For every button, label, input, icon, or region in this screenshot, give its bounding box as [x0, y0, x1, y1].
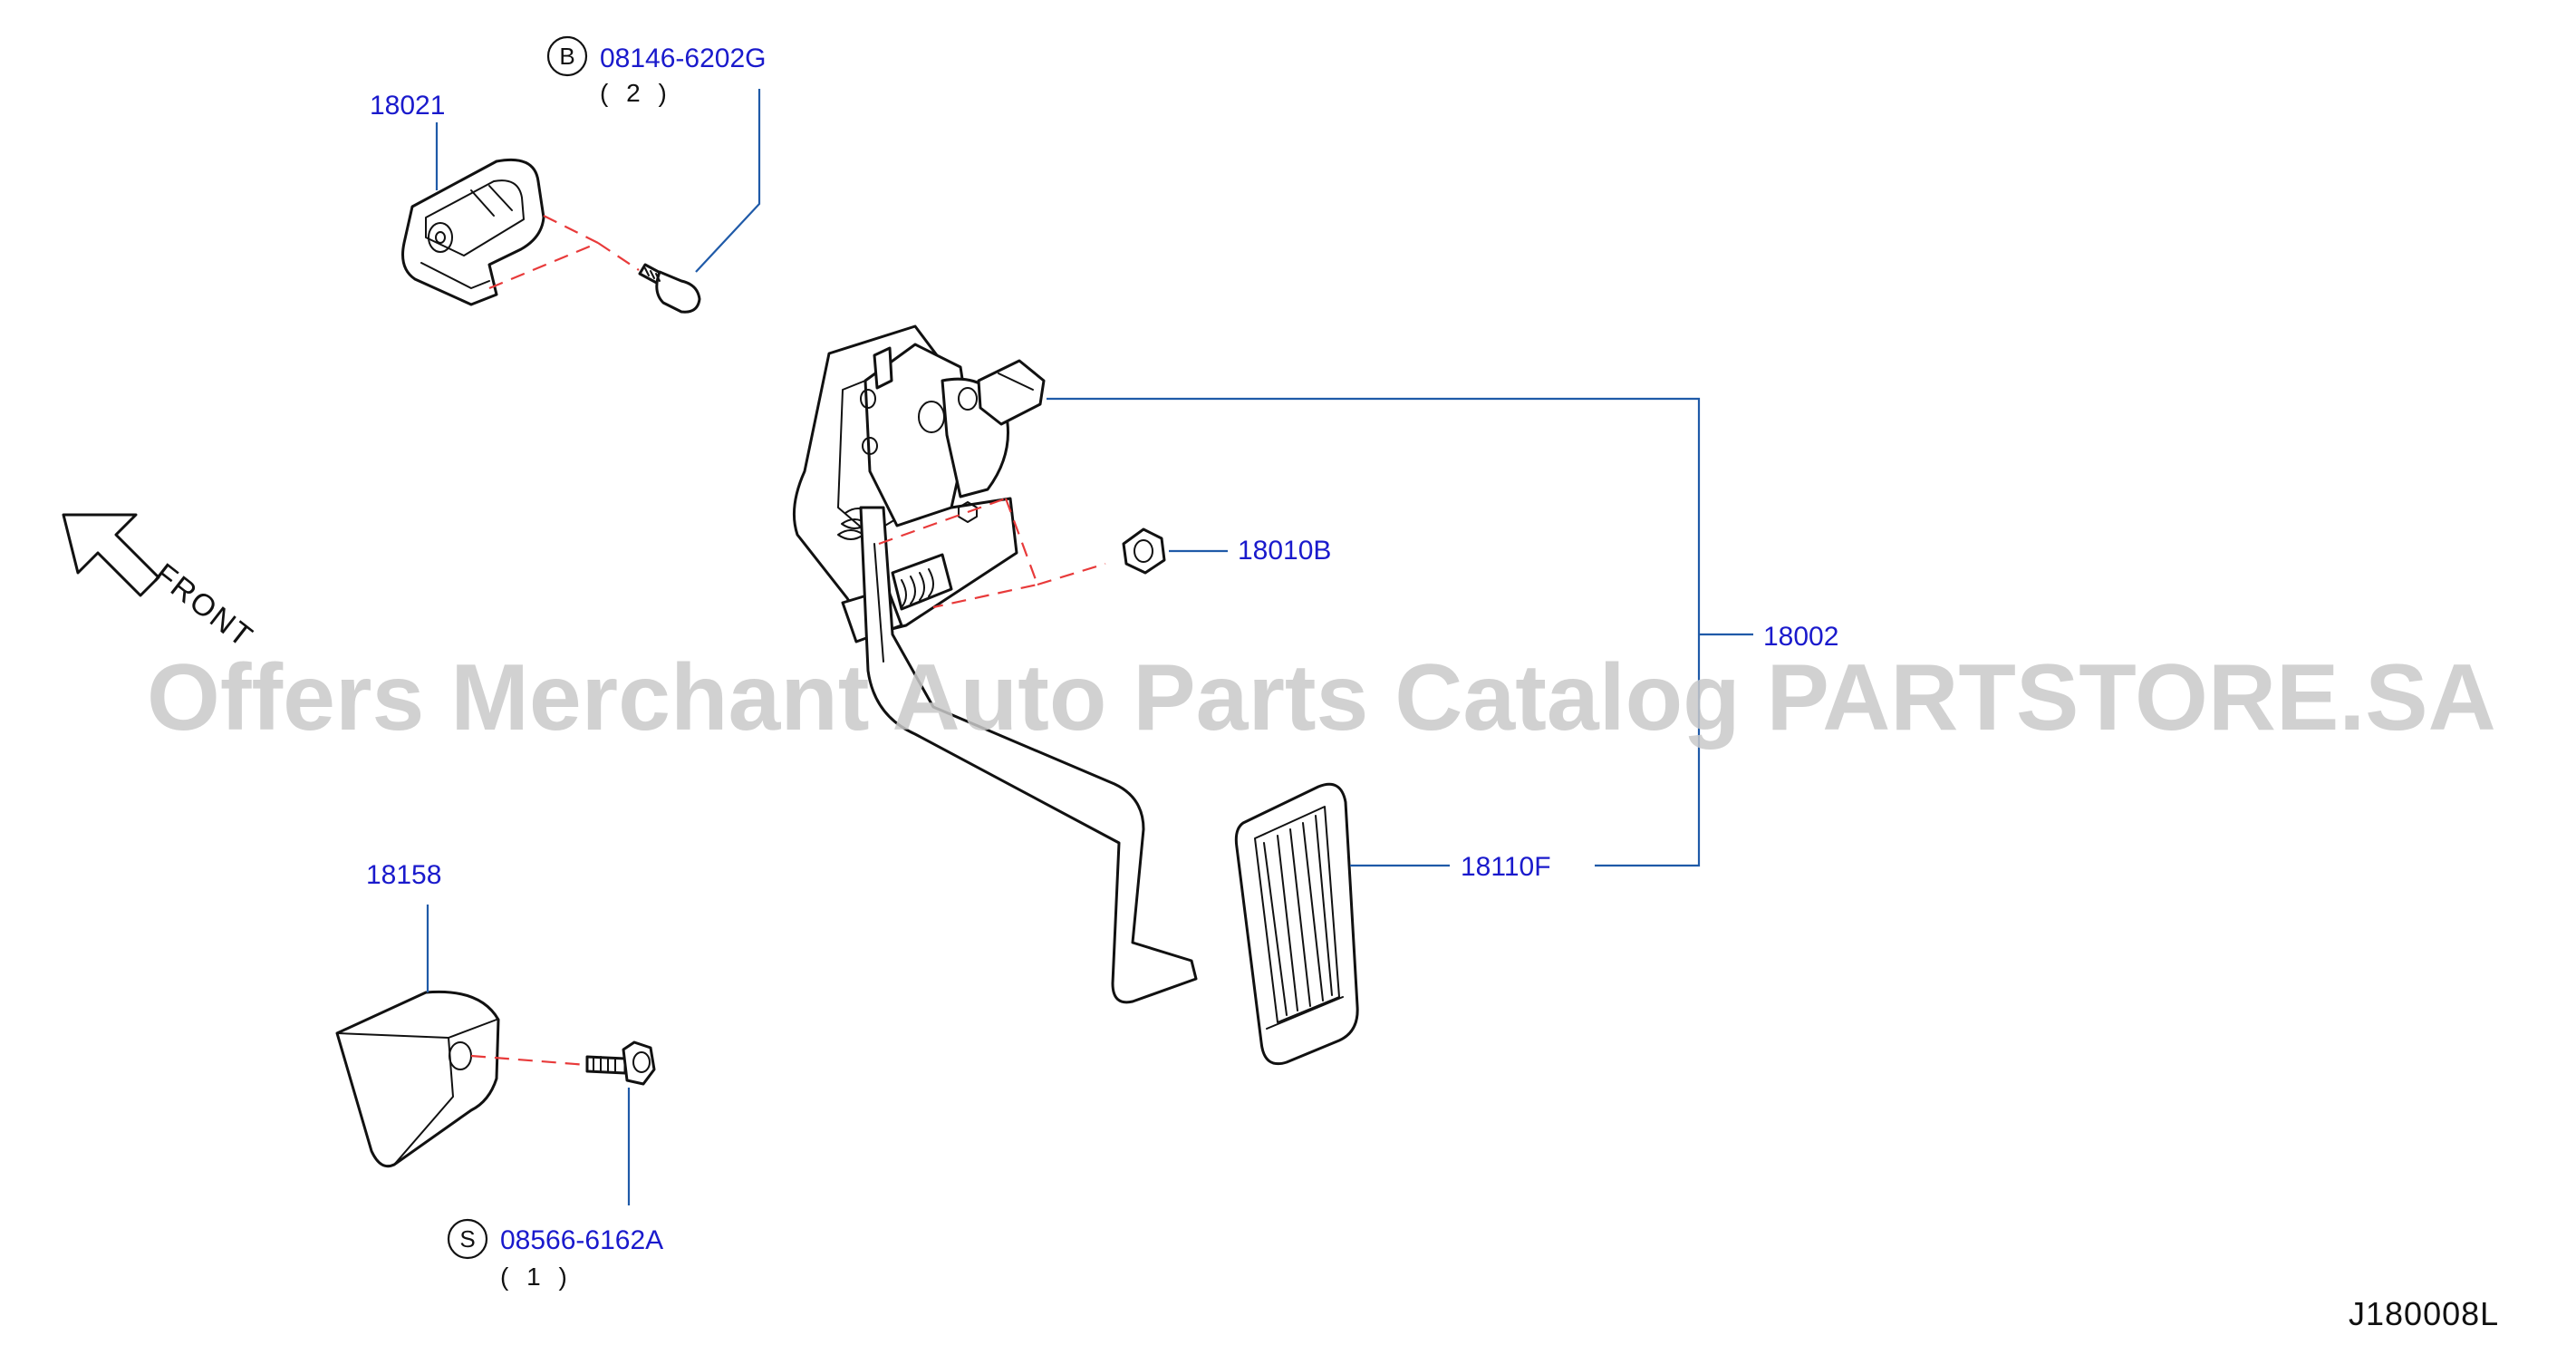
- front-label: FRONT: [148, 556, 260, 654]
- diagram-code: J180008L: [2349, 1295, 2499, 1332]
- leader-bolt-b: [695, 89, 761, 273]
- circle-b-icon: [546, 35, 588, 77]
- circle-b-letter: B: [559, 43, 574, 70]
- qty-bolt-b: ( 2 ): [600, 79, 672, 107]
- callout-18010B[interactable]: 18010B: [1238, 536, 1331, 566]
- bracket-18021-drawing: [401, 158, 545, 306]
- stopper-18158-drawing: [335, 990, 500, 1168]
- bolt-s-drawing: [585, 1040, 656, 1086]
- watermark-text: Offers Merchant Auto Parts Catalog PARTS…: [147, 645, 2496, 750]
- circle-s-letter: S: [459, 1225, 475, 1253]
- callout-08146-6202G[interactable]: 08146-6202G: [600, 44, 767, 73]
- pedal-pad-18110f-drawing: [1234, 782, 1359, 1066]
- circle-s-icon: [447, 1218, 488, 1260]
- leader-assy-18002: [1047, 397, 1701, 867]
- front-arrow-icon: [62, 513, 160, 597]
- bolt-b-drawing: [638, 263, 701, 314]
- callout-18002[interactable]: 18002: [1763, 622, 1838, 652]
- callout-18021[interactable]: 18021: [370, 91, 445, 121]
- qty-bolt-s: ( 1 ): [500, 1263, 573, 1291]
- nut-18010b-drawing: [1122, 527, 1166, 575]
- accelerator-pedal-assy-drawing: [792, 324, 1198, 1004]
- callout-18158[interactable]: 18158: [366, 860, 441, 890]
- callout-18110F[interactable]: 18110F: [1461, 852, 1551, 882]
- stopper-guide-line: [470, 1054, 588, 1067]
- bracket-guide-line: [488, 215, 640, 290]
- callout-08566-6162A[interactable]: 08566-6162A: [500, 1225, 663, 1255]
- assy-guide-line: [878, 497, 1106, 609]
